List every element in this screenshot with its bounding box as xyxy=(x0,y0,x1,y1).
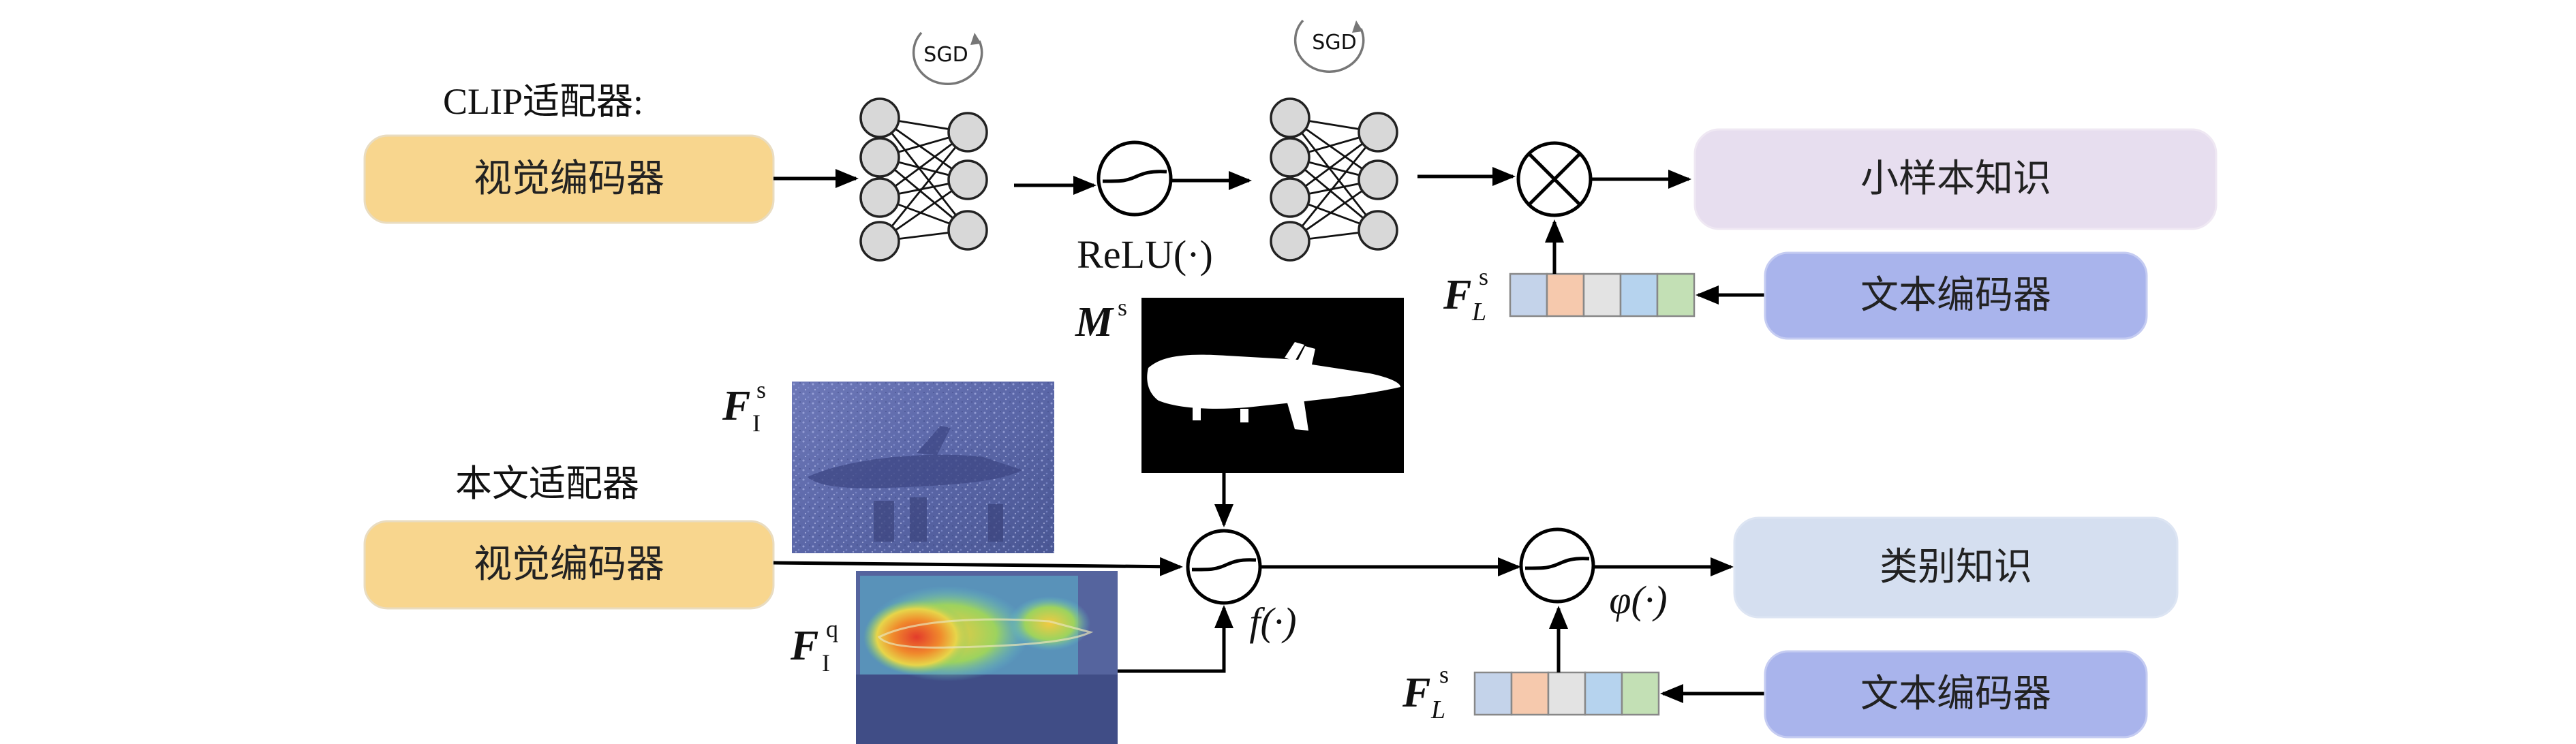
feature-label-top: F xyxy=(1443,272,1471,318)
text-feature-vector-bottom xyxy=(1473,671,1660,716)
sgd-2-label: SGD xyxy=(1312,31,1356,55)
sgd-1-label: SGD xyxy=(923,43,968,67)
arrow-encoder-to-f xyxy=(773,557,1183,576)
text-encoder-label-bottom: 文本编码器 xyxy=(1860,672,2051,716)
mask-label-sup: s xyxy=(1118,294,1127,321)
text-feature-vector-top xyxy=(1509,273,1696,317)
f-op-label: f(·) xyxy=(1249,600,1296,644)
support-feature-image xyxy=(792,382,1054,553)
phi-op-label: φ(·) xyxy=(1609,578,1667,622)
query-feature-label: F xyxy=(790,623,818,669)
support-feature-label: F xyxy=(722,383,750,429)
sgd-2-refresh-icon: SGD xyxy=(1293,19,1365,73)
relu-activation-node xyxy=(1097,140,1173,217)
adapter-visual-encoder-box: 视觉编码器 xyxy=(363,520,775,610)
few-shot-knowledge-label: 小样本知识 xyxy=(1860,157,2051,201)
feature-label-bottom-sub: L xyxy=(1430,696,1445,724)
query-feature-label-sup: q xyxy=(826,615,838,642)
clip-visual-encoder-box: 视觉编码器 xyxy=(363,134,775,224)
few-shot-knowledge-box: 小样本知识 xyxy=(1693,128,2218,230)
feature-label-bottom-sup: s xyxy=(1439,661,1449,688)
mlp-2-network xyxy=(1270,97,1398,262)
support-feature-label-sup: s xyxy=(756,376,766,403)
feature-label-bottom: F xyxy=(1402,670,1430,716)
phi-operator xyxy=(1519,527,1595,604)
arrow-query-to-f xyxy=(1118,605,1233,673)
clip-visual-encoder-label: 视觉编码器 xyxy=(474,157,664,201)
f-operator xyxy=(1186,529,1262,605)
class-knowledge-box: 类别知识 xyxy=(1733,516,2179,619)
query-heatmap-image xyxy=(856,571,1118,744)
relu-label: ReLU(·) xyxy=(1077,232,1213,277)
clip-adapter-title: CLIP适配器: xyxy=(443,81,643,122)
adapter-visual-encoder-label: 视觉编码器 xyxy=(474,542,664,587)
text-encoder-box-bottom: 文本编码器 xyxy=(1764,650,2148,739)
feature-label-top-sup: s xyxy=(1479,263,1488,290)
text-adapter-title: 本文适配器 xyxy=(455,463,639,504)
feature-label-top-sub: L xyxy=(1471,298,1486,326)
support-feature-label-sub: I xyxy=(752,409,761,437)
text-encoder-box-top: 文本编码器 xyxy=(1764,251,2148,340)
text-encoder-label-top: 文本编码器 xyxy=(1860,273,2051,317)
sgd-1-refresh-icon: SGD xyxy=(912,31,983,85)
multiply-operator xyxy=(1516,141,1593,217)
query-feature-label-sub: I xyxy=(822,649,830,677)
mask-label: M xyxy=(1075,299,1114,345)
support-mask-image xyxy=(1141,298,1404,473)
mlp-1-network xyxy=(859,97,988,262)
class-knowledge-label: 类别知识 xyxy=(1880,545,2032,589)
